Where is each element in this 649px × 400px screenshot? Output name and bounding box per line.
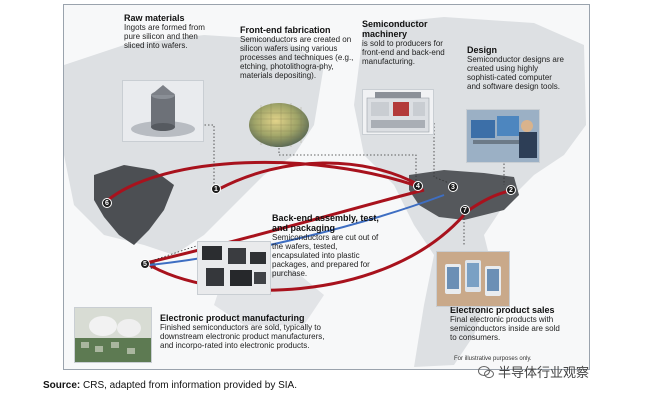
map-region-usa — [409, 170, 519, 220]
silicon-wafer-photo — [247, 101, 311, 149]
packaged-chips-photo — [197, 241, 271, 295]
supply-chain-diagram: Raw materials Ingots are formed from pur… — [63, 4, 590, 370]
step-marker-1: 1 — [211, 184, 221, 194]
flow-backend-to-sales — [145, 214, 466, 292]
source-text: CRS, adapted from information provided b… — [80, 380, 298, 391]
flow-raw-to-design — [218, 161, 420, 191]
panel-front-end-fabrication: Front-end fabrication Semiconductors are… — [240, 25, 358, 80]
front-end-title: Front-end fabrication — [240, 25, 331, 35]
panel-electronic-manufacturing: Electronic product manufacturing Finishe… — [160, 313, 328, 350]
step-marker-4: 4 — [413, 181, 423, 191]
smartphones-photo — [436, 251, 510, 307]
step-marker-6: 6 — [102, 198, 112, 208]
design-text: Semiconductor designs are created using … — [467, 55, 564, 91]
step-marker-2: 2 — [506, 185, 516, 195]
raw-materials-title: Raw materials — [124, 13, 185, 23]
sales-text: Final electronic products with semicondu… — [450, 315, 560, 342]
manufacturing-photo — [74, 307, 152, 363]
flow-design-to-backend — [149, 194, 445, 266]
watermark-text: 半导体行业观察 — [498, 366, 590, 381]
map-region-china — [94, 165, 174, 245]
manufacturing-text: Finished semiconductors are sold, typica… — [160, 323, 325, 350]
manufacturing-title: Electronic product manufacturing — [160, 313, 305, 323]
watermark: 半导体行业观察 — [478, 362, 589, 381]
leader-backend — [153, 244, 200, 261]
sales-title: Electronic product sales — [450, 305, 555, 315]
machinery-title: Semiconductor machinery — [362, 19, 428, 39]
flow-manufacturing-to-design — [107, 160, 421, 202]
panel-semiconductor-machinery: Semiconductor machinery is sold to produ… — [362, 19, 452, 66]
leader-front — [278, 148, 417, 185]
wechat-icon — [478, 365, 494, 378]
front-end-text: Semiconductors are created on silicon wa… — [240, 35, 354, 80]
source-label: Source: — [43, 380, 81, 391]
design-title: Design — [467, 45, 498, 55]
design-workstation-photo — [466, 109, 540, 163]
raw-materials-text: Ingots are formed from pure silicon and … — [124, 23, 205, 50]
leader-raw — [194, 124, 215, 185]
panel-design: Design Semiconductor designs are created… — [467, 45, 567, 91]
panel-electronic-sales: Electronic product sales Final electroni… — [450, 305, 568, 342]
illustrative-note: For illustrative purposes only. — [454, 356, 532, 362]
leader-machinery — [433, 123, 450, 184]
back-end-text: Semiconductors are cut out of the wafers… — [272, 233, 379, 278]
source-caption: Source: CRS, adapted from information pr… — [43, 380, 297, 391]
machinery-photo — [362, 89, 434, 135]
flow-design-to-sales — [468, 189, 510, 212]
back-end-title: Back-end assembly, test, and packaging — [272, 213, 379, 233]
panel-raw-materials: Raw materials Ingots are formed from pur… — [124, 13, 219, 50]
silicon-ingot-photo — [122, 80, 204, 142]
step-marker-7: 7 — [460, 205, 470, 215]
step-marker-5: 5 — [140, 259, 150, 269]
machinery-text: is sold to producers for front-end and b… — [362, 39, 445, 66]
panel-back-end-assembly: Back-end assembly, test, and packaging S… — [272, 213, 382, 278]
step-marker-3: 3 — [448, 182, 458, 192]
flow-machinery-to-backend — [145, 188, 425, 265]
